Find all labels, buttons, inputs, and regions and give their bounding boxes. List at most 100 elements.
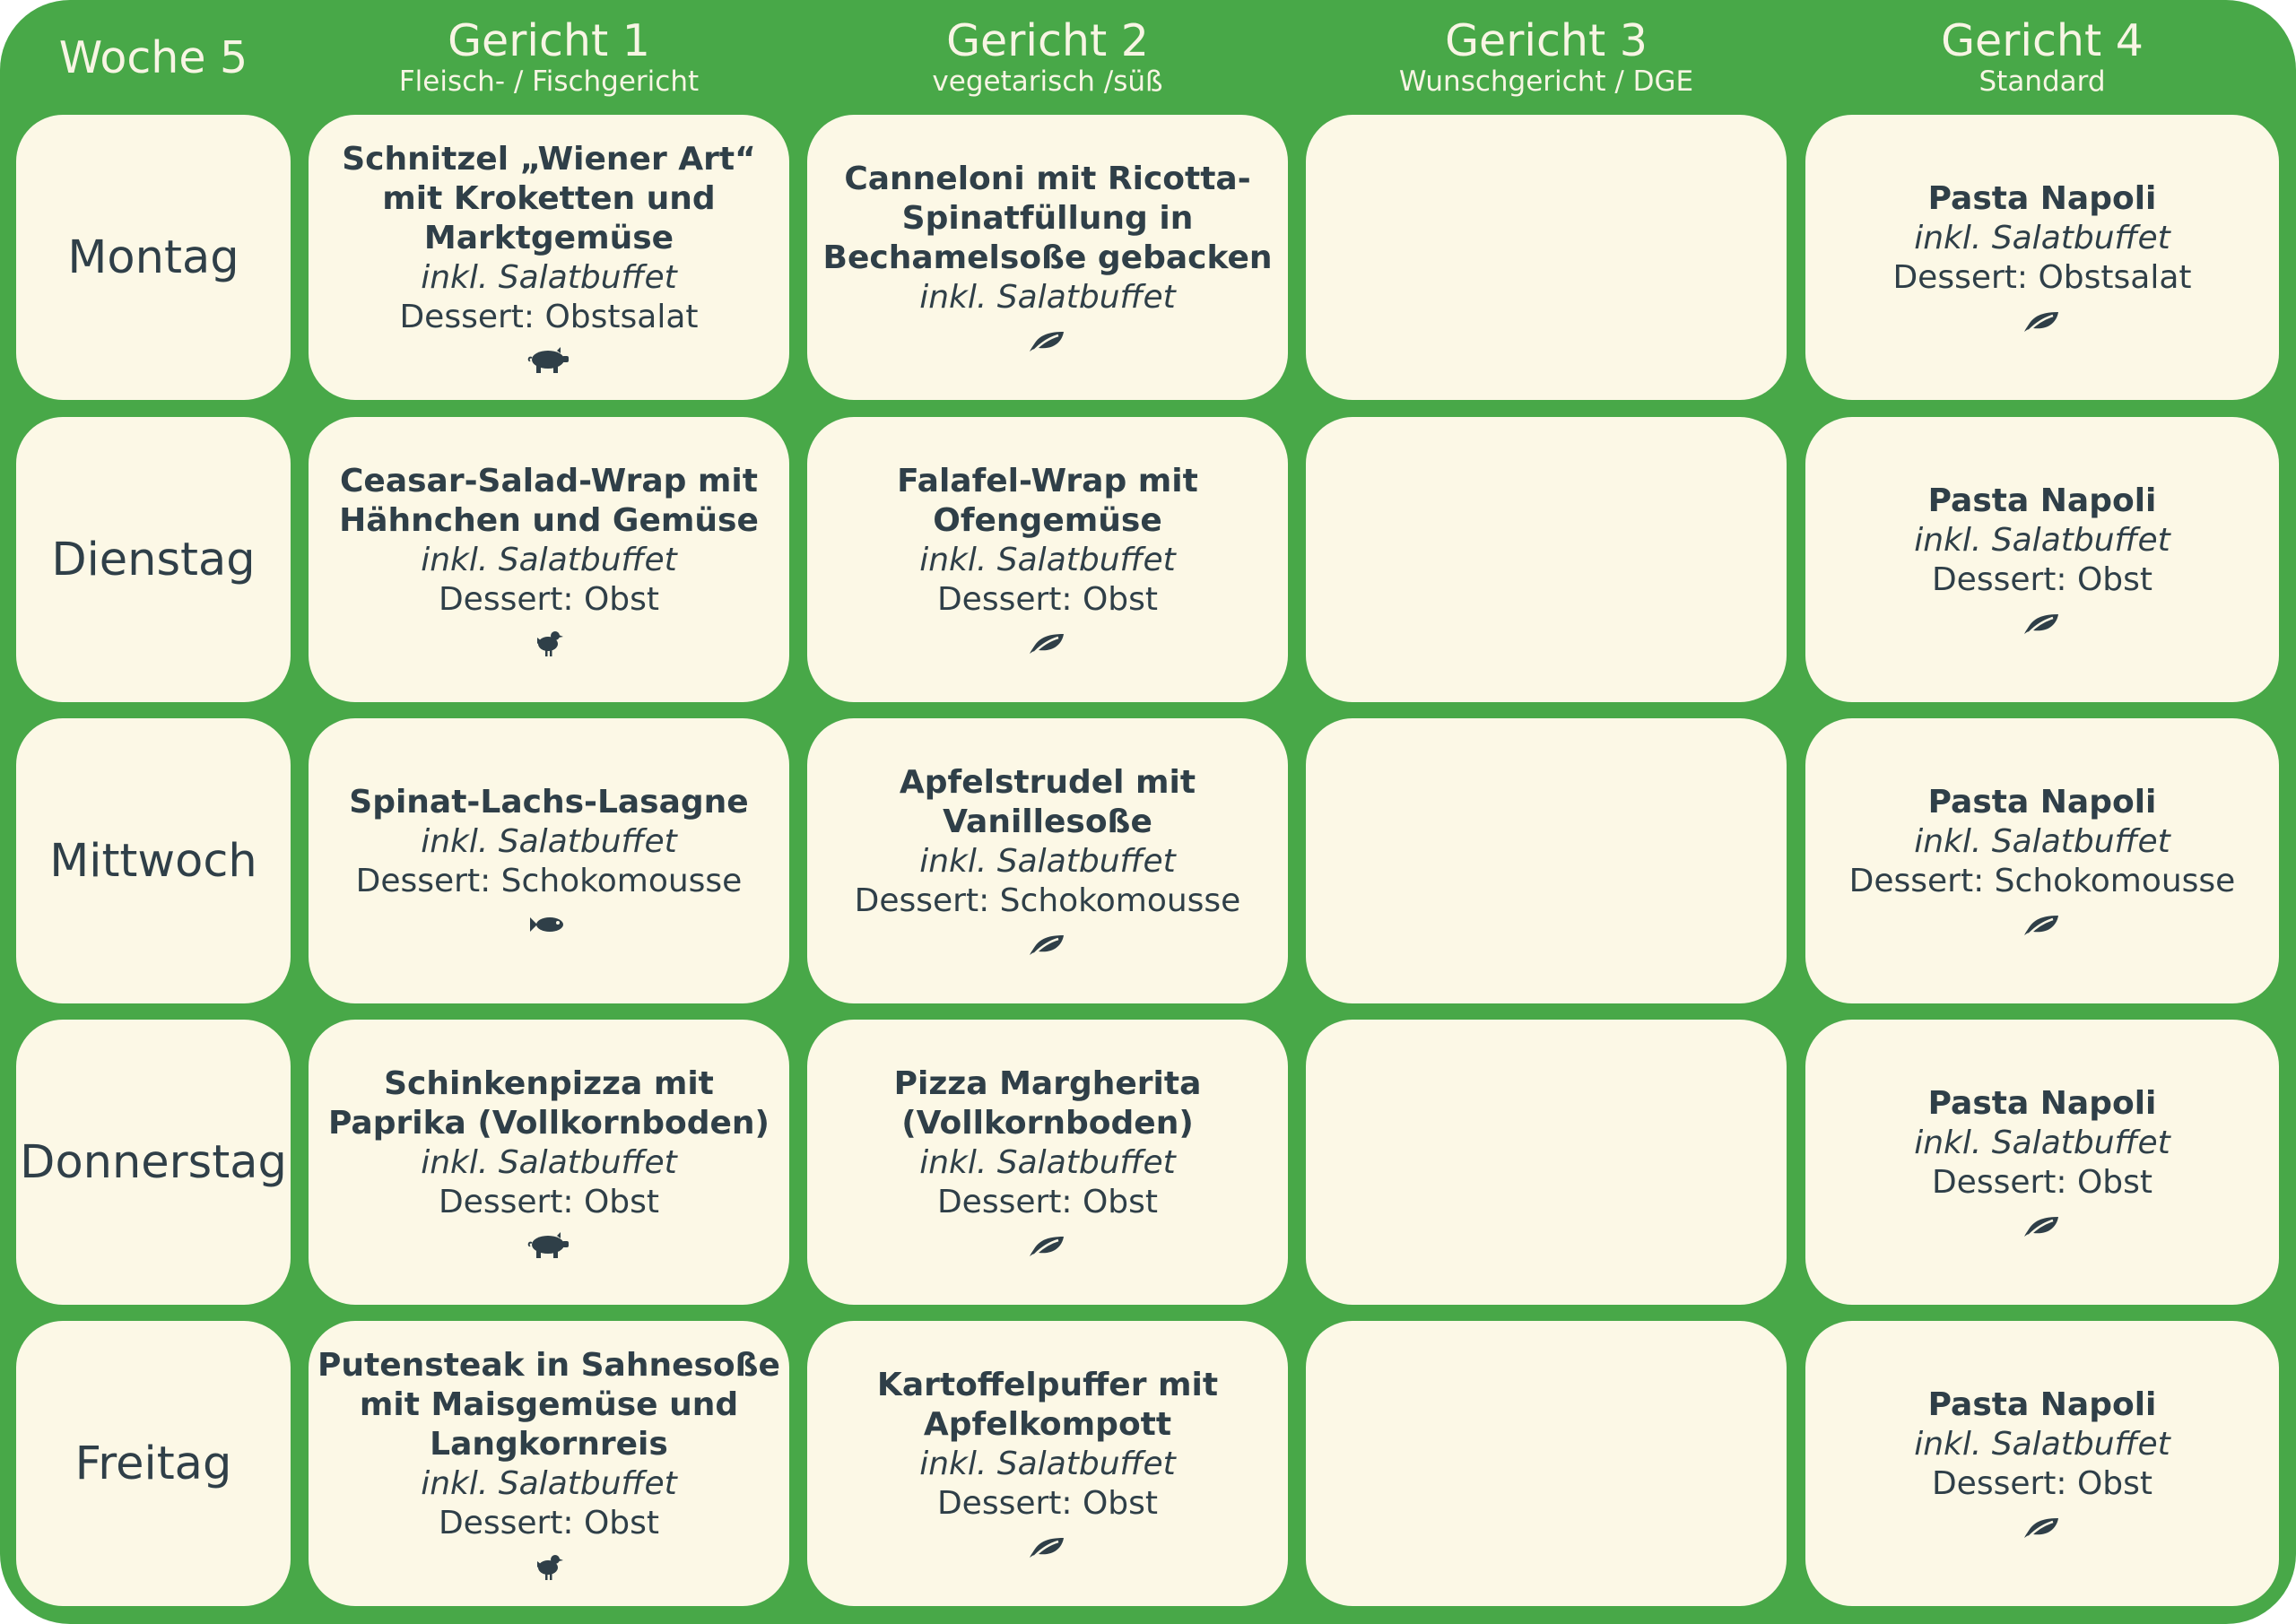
meal-dessert: Dessert: Obstsalat — [1892, 259, 2192, 296]
day-label: Montag — [67, 230, 239, 284]
meal-cell — [1306, 718, 1787, 1003]
meal-dessert: Dessert: Obst — [936, 1485, 1159, 1522]
meal-name: Falafel-Wrap mit Ofengemüse — [897, 463, 1198, 539]
meal-name: Pasta Napoli — [1927, 180, 2157, 217]
column-header-4: Gericht 4 Standard — [1805, 0, 2279, 115]
meal-cell — [1306, 417, 1787, 702]
meal-side: inkl. Salatbuffet — [919, 542, 1176, 578]
meal-side: inkl. Salatbuffet — [421, 823, 677, 860]
meal-side: inkl. Salatbuffet — [919, 1446, 1176, 1482]
meal-dessert: Dessert: Obstsalat — [399, 299, 699, 335]
pig-icon — [526, 346, 571, 375]
meal-cell — [1306, 1020, 1787, 1305]
meal-side: inkl. Salatbuffet — [421, 259, 677, 296]
meal-name: Schnitzel „Wiener Art“ mit Kroketten und… — [342, 141, 756, 256]
meal-dessert: Dessert: Schokomousse — [355, 863, 743, 899]
leaf-icon — [1028, 930, 1067, 959]
leaf-icon — [1028, 629, 1067, 657]
meal-dessert: Dessert: Obst — [936, 581, 1159, 618]
meal-side: inkl. Salatbuffet — [1914, 823, 2170, 860]
meal-cell: Schnitzel „Wiener Art“ mit Kroketten und… — [309, 115, 789, 400]
day-cell-montag: Montag — [16, 115, 291, 400]
meal-side: inkl. Salatbuffet — [1914, 522, 2170, 559]
meal-cell: Schinkenpizza mit Paprika (Vollkornboden… — [309, 1020, 789, 1305]
meal-name: Ceasar-Salad-Wrap mit Hähnchen und Gemüs… — [339, 463, 759, 539]
leaf-icon — [1028, 326, 1067, 355]
column-header-3: Gericht 3 Wunschgericht / DGE — [1306, 0, 1787, 115]
leaf-icon — [2022, 609, 2062, 638]
meal-side: inkl. Salatbuffet — [421, 1465, 677, 1502]
meal-name: Pizza Margherita (Vollkornboden) — [893, 1065, 1202, 1142]
meal-name: Pasta Napoli — [1927, 1085, 2157, 1122]
column-subtitle: Wunschgericht / DGE — [1398, 65, 1694, 98]
column-header-1: Gericht 1 Fleisch- / Fischgericht — [309, 0, 789, 115]
day-cell-freitag: Freitag — [16, 1321, 291, 1606]
week-label: Woche 5 — [58, 31, 248, 83]
column-title: Gericht 3 — [1445, 15, 1648, 66]
meal-dessert: Dessert: Obst — [438, 581, 660, 618]
meal-name: Spinat-Lachs-Lasagne — [349, 784, 749, 821]
fish-icon — [528, 910, 570, 939]
meal-cell: Putensteak in Sahnesoße mit Maisgemüse u… — [309, 1321, 789, 1606]
column-header-2: Gericht 2 vegetarisch /süß — [807, 0, 1288, 115]
meal-name: Pasta Napoli — [1927, 1386, 2157, 1423]
meal-name: Pasta Napoli — [1927, 784, 2157, 821]
meal-dessert: Dessert: Obst — [1931, 1465, 2153, 1502]
meal-dessert: Dessert: Obst — [438, 1505, 660, 1541]
meal-dessert: Dessert: Obst — [1931, 1164, 2153, 1201]
meal-name: Schinkenpizza mit Paprika (Vollkornboden… — [328, 1065, 770, 1142]
meal-dessert: Dessert: Schokomousse — [1848, 863, 2236, 899]
meal-cell: Pizza Margherita (Vollkornboden)inkl. Sa… — [807, 1020, 1288, 1305]
day-label: Donnerstag — [20, 1135, 287, 1189]
day-label: Mittwoch — [49, 834, 257, 888]
chicken-icon — [535, 1552, 563, 1581]
meal-side: inkl. Salatbuffet — [421, 1144, 677, 1181]
leaf-icon — [1028, 1231, 1067, 1260]
meal-side: inkl. Salatbuffet — [919, 279, 1176, 316]
meal-dessert: Dessert: Schokomousse — [854, 882, 1241, 919]
meal-name: Kartoffelpuffer mit Apfelkompott — [876, 1367, 1219, 1443]
pig-icon — [526, 1231, 571, 1260]
meal-cell: Ceasar-Salad-Wrap mit Hähnchen und Gemüs… — [309, 417, 789, 702]
leaf-icon — [2022, 910, 2062, 939]
meal-dessert: Dessert: Obst — [936, 1184, 1159, 1220]
day-cell-mittwoch: Mittwoch — [16, 718, 291, 1003]
meal-dessert: Dessert: Obst — [438, 1184, 660, 1220]
column-subtitle: Fleisch- / Fischgericht — [398, 65, 700, 98]
meal-name: Canneloni mit Ricotta-Spinatfüllung in B… — [822, 161, 1273, 276]
meal-side: inkl. Salatbuffet — [1914, 220, 2170, 256]
column-subtitle: Standard — [1979, 65, 2106, 98]
meal-side: inkl. Salatbuffet — [1914, 1125, 2170, 1161]
column-subtitle: vegetarisch /süß — [932, 65, 1163, 98]
day-label: Freitag — [74, 1437, 232, 1490]
meal-side: inkl. Salatbuffet — [421, 542, 677, 578]
meal-cell — [1306, 115, 1787, 400]
day-cell-donnerstag: Donnerstag — [16, 1020, 291, 1305]
meal-side: inkl. Salatbuffet — [919, 1144, 1176, 1181]
leaf-icon — [2022, 307, 2062, 335]
meal-cell: Canneloni mit Ricotta-Spinatfüllung in B… — [807, 115, 1288, 400]
meal-side: inkl. Salatbuffet — [1914, 1426, 2170, 1463]
chicken-icon — [535, 629, 563, 657]
meal-cell — [1306, 1321, 1787, 1606]
leaf-icon — [1028, 1533, 1067, 1561]
column-title: Gericht 1 — [448, 15, 650, 66]
meal-name: Apfelstrudel mit Vanillesoße — [899, 764, 1196, 840]
week-label-cell: Woche 5 — [16, 0, 291, 115]
meal-name: Pasta Napoli — [1927, 482, 2157, 519]
column-title: Gericht 4 — [1941, 15, 2144, 66]
meal-name: Putensteak in Sahnesoße mit Maisgemüse u… — [317, 1347, 780, 1463]
column-title: Gericht 2 — [946, 15, 1149, 66]
leaf-icon — [2022, 1513, 2062, 1541]
meal-side: inkl. Salatbuffet — [919, 843, 1176, 880]
day-label: Dienstag — [51, 533, 256, 586]
day-cell-dienstag: Dienstag — [16, 417, 291, 702]
